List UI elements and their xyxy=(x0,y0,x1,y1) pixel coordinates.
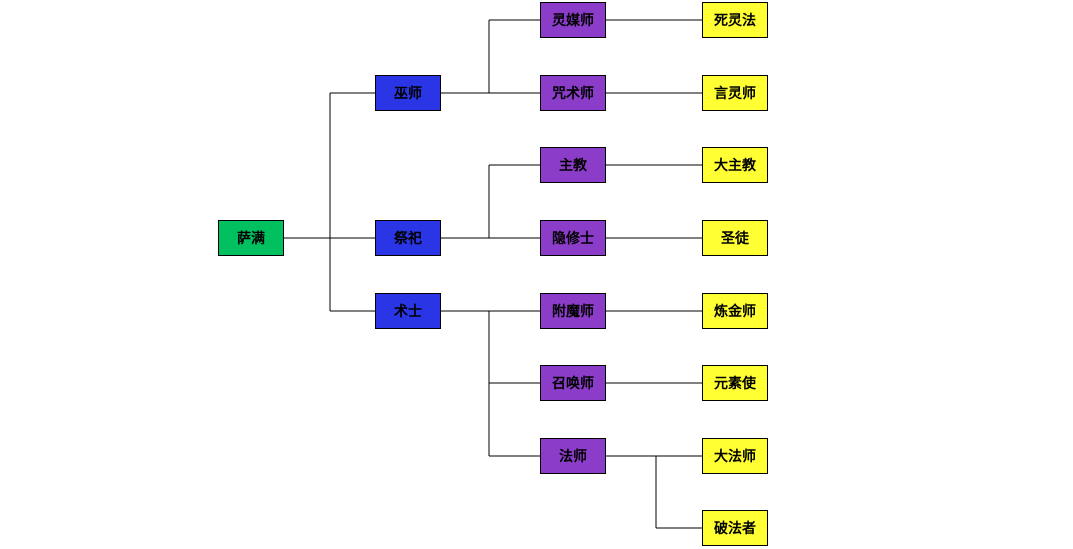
node-level3: 炼金师 xyxy=(702,293,768,329)
node-level2: 隐修士 xyxy=(540,220,606,256)
node-level3: 圣徒 xyxy=(702,220,768,256)
node-level1: 术士 xyxy=(375,293,441,329)
node-level3: 言灵师 xyxy=(702,75,768,111)
node-level2: 灵媒师 xyxy=(540,2,606,38)
node-level3: 大主教 xyxy=(702,147,768,183)
node-level2: 附魔师 xyxy=(540,293,606,329)
node-root: 萨满 xyxy=(218,220,284,256)
node-level3: 元素使 xyxy=(702,365,768,401)
node-level2: 法师 xyxy=(540,438,606,474)
node-level1: 巫师 xyxy=(375,75,441,111)
node-level2: 咒术师 xyxy=(540,75,606,111)
node-level2: 主教 xyxy=(540,147,606,183)
node-level3: 大法师 xyxy=(702,438,768,474)
node-level2: 召唤师 xyxy=(540,365,606,401)
node-level3: 破法者 xyxy=(702,510,768,546)
node-level3: 死灵法 xyxy=(702,2,768,38)
node-level1: 祭祀 xyxy=(375,220,441,256)
